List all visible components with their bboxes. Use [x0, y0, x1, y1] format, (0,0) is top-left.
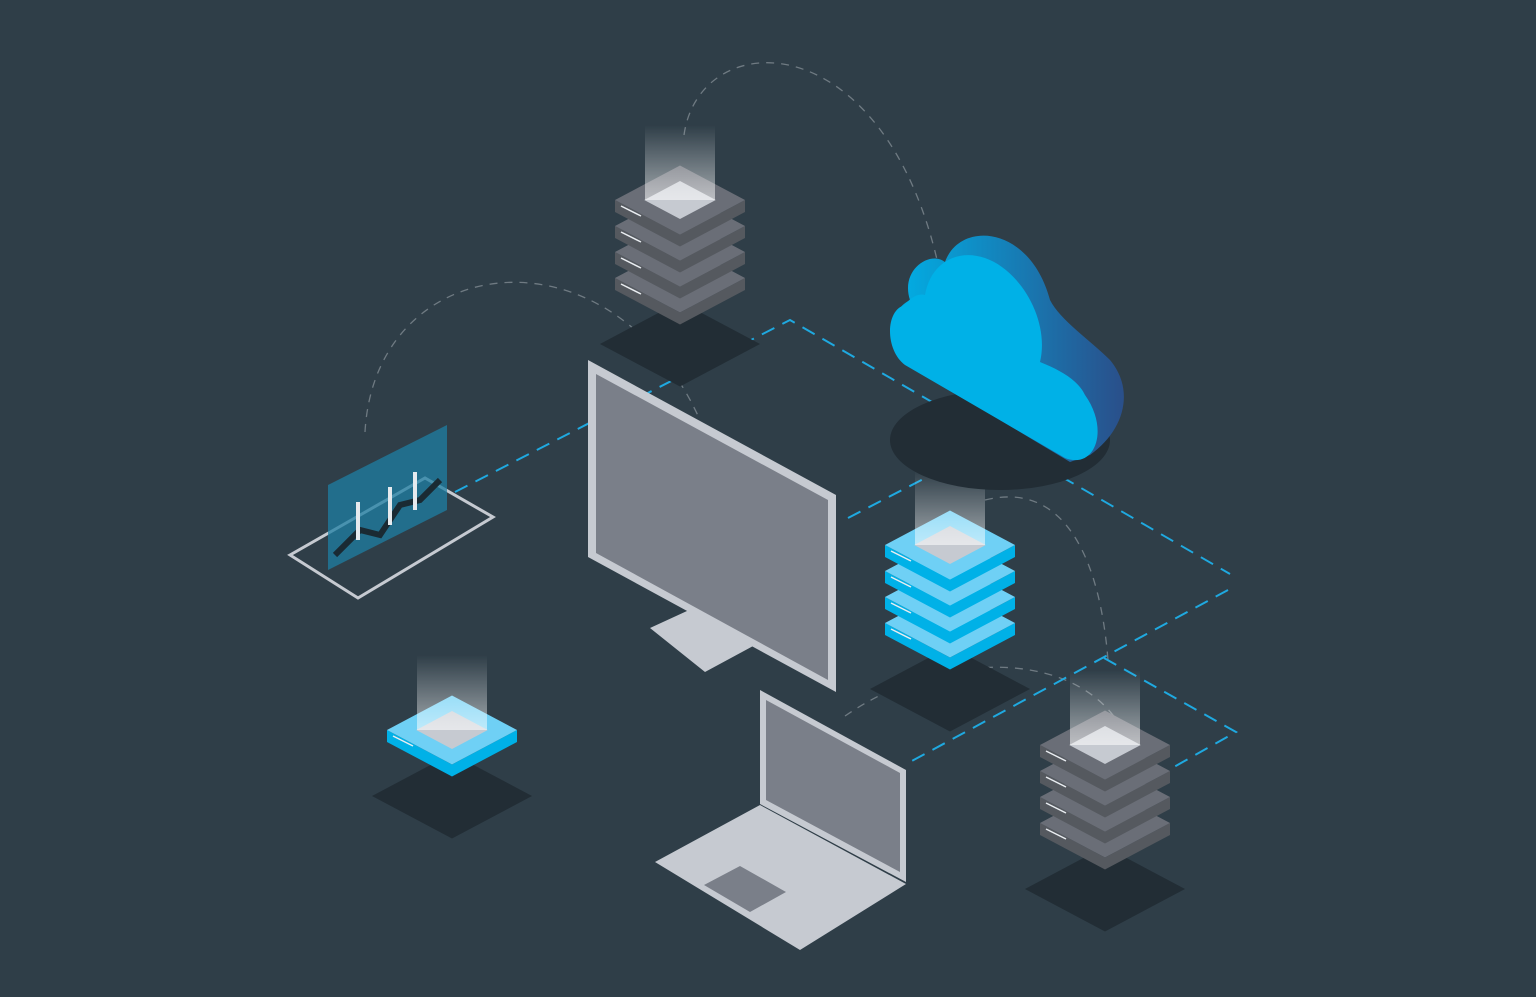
laptop-icon	[655, 690, 906, 950]
monitor-screen	[596, 374, 828, 680]
slab-side	[387, 730, 517, 777]
slab-side	[885, 571, 1015, 618]
slab-side	[1040, 823, 1170, 870]
slab-led	[392, 735, 414, 747]
slab-led	[890, 576, 912, 588]
server-stack-icon	[600, 125, 760, 387]
slab-side	[615, 252, 745, 299]
slab-led	[1045, 750, 1067, 762]
cloud-front	[890, 255, 1098, 461]
laptop-base	[655, 805, 906, 950]
slab-led	[1045, 802, 1067, 814]
cloud-icon	[890, 235, 1124, 490]
slab-side	[1040, 797, 1170, 844]
slab-led	[1045, 828, 1067, 840]
laptop-screen	[766, 700, 900, 872]
database-stack-icon	[372, 655, 532, 839]
slab-side	[1040, 771, 1170, 818]
slab-led	[620, 231, 642, 243]
monitor-icon	[588, 360, 836, 692]
slab-side	[1040, 745, 1170, 792]
objects	[287, 125, 1185, 950]
slab-side	[885, 597, 1015, 644]
dashed-line	[454, 318, 1231, 575]
stack-shadow	[372, 753, 532, 839]
slab-led	[620, 205, 642, 217]
laptop-trackpad	[704, 866, 786, 912]
slab-side	[615, 200, 745, 247]
slab-led	[620, 283, 642, 295]
stack-glow	[1070, 670, 1140, 745]
slab-side	[885, 623, 1015, 670]
stack-shadow	[600, 301, 760, 387]
slab-side	[615, 278, 745, 325]
slab-led	[890, 550, 912, 562]
dashed-line	[909, 589, 1229, 763]
slab-led	[890, 628, 912, 640]
slab-led	[1045, 776, 1067, 788]
slab-led	[890, 602, 912, 614]
arc-line	[984, 496, 1109, 661]
stack-shadow	[870, 646, 1030, 732]
slab-led	[620, 257, 642, 269]
arc-line	[683, 62, 946, 301]
stack-glow	[645, 125, 715, 200]
stack-shadow	[1025, 846, 1185, 932]
tablet-chart-icon	[287, 425, 496, 600]
monitor-stand	[650, 605, 755, 672]
slab-side	[885, 545, 1015, 592]
server-stack-icon	[1025, 670, 1185, 932]
dashed-line	[1103, 657, 1239, 773]
slab-side	[615, 226, 745, 273]
stack-glow	[417, 655, 487, 730]
